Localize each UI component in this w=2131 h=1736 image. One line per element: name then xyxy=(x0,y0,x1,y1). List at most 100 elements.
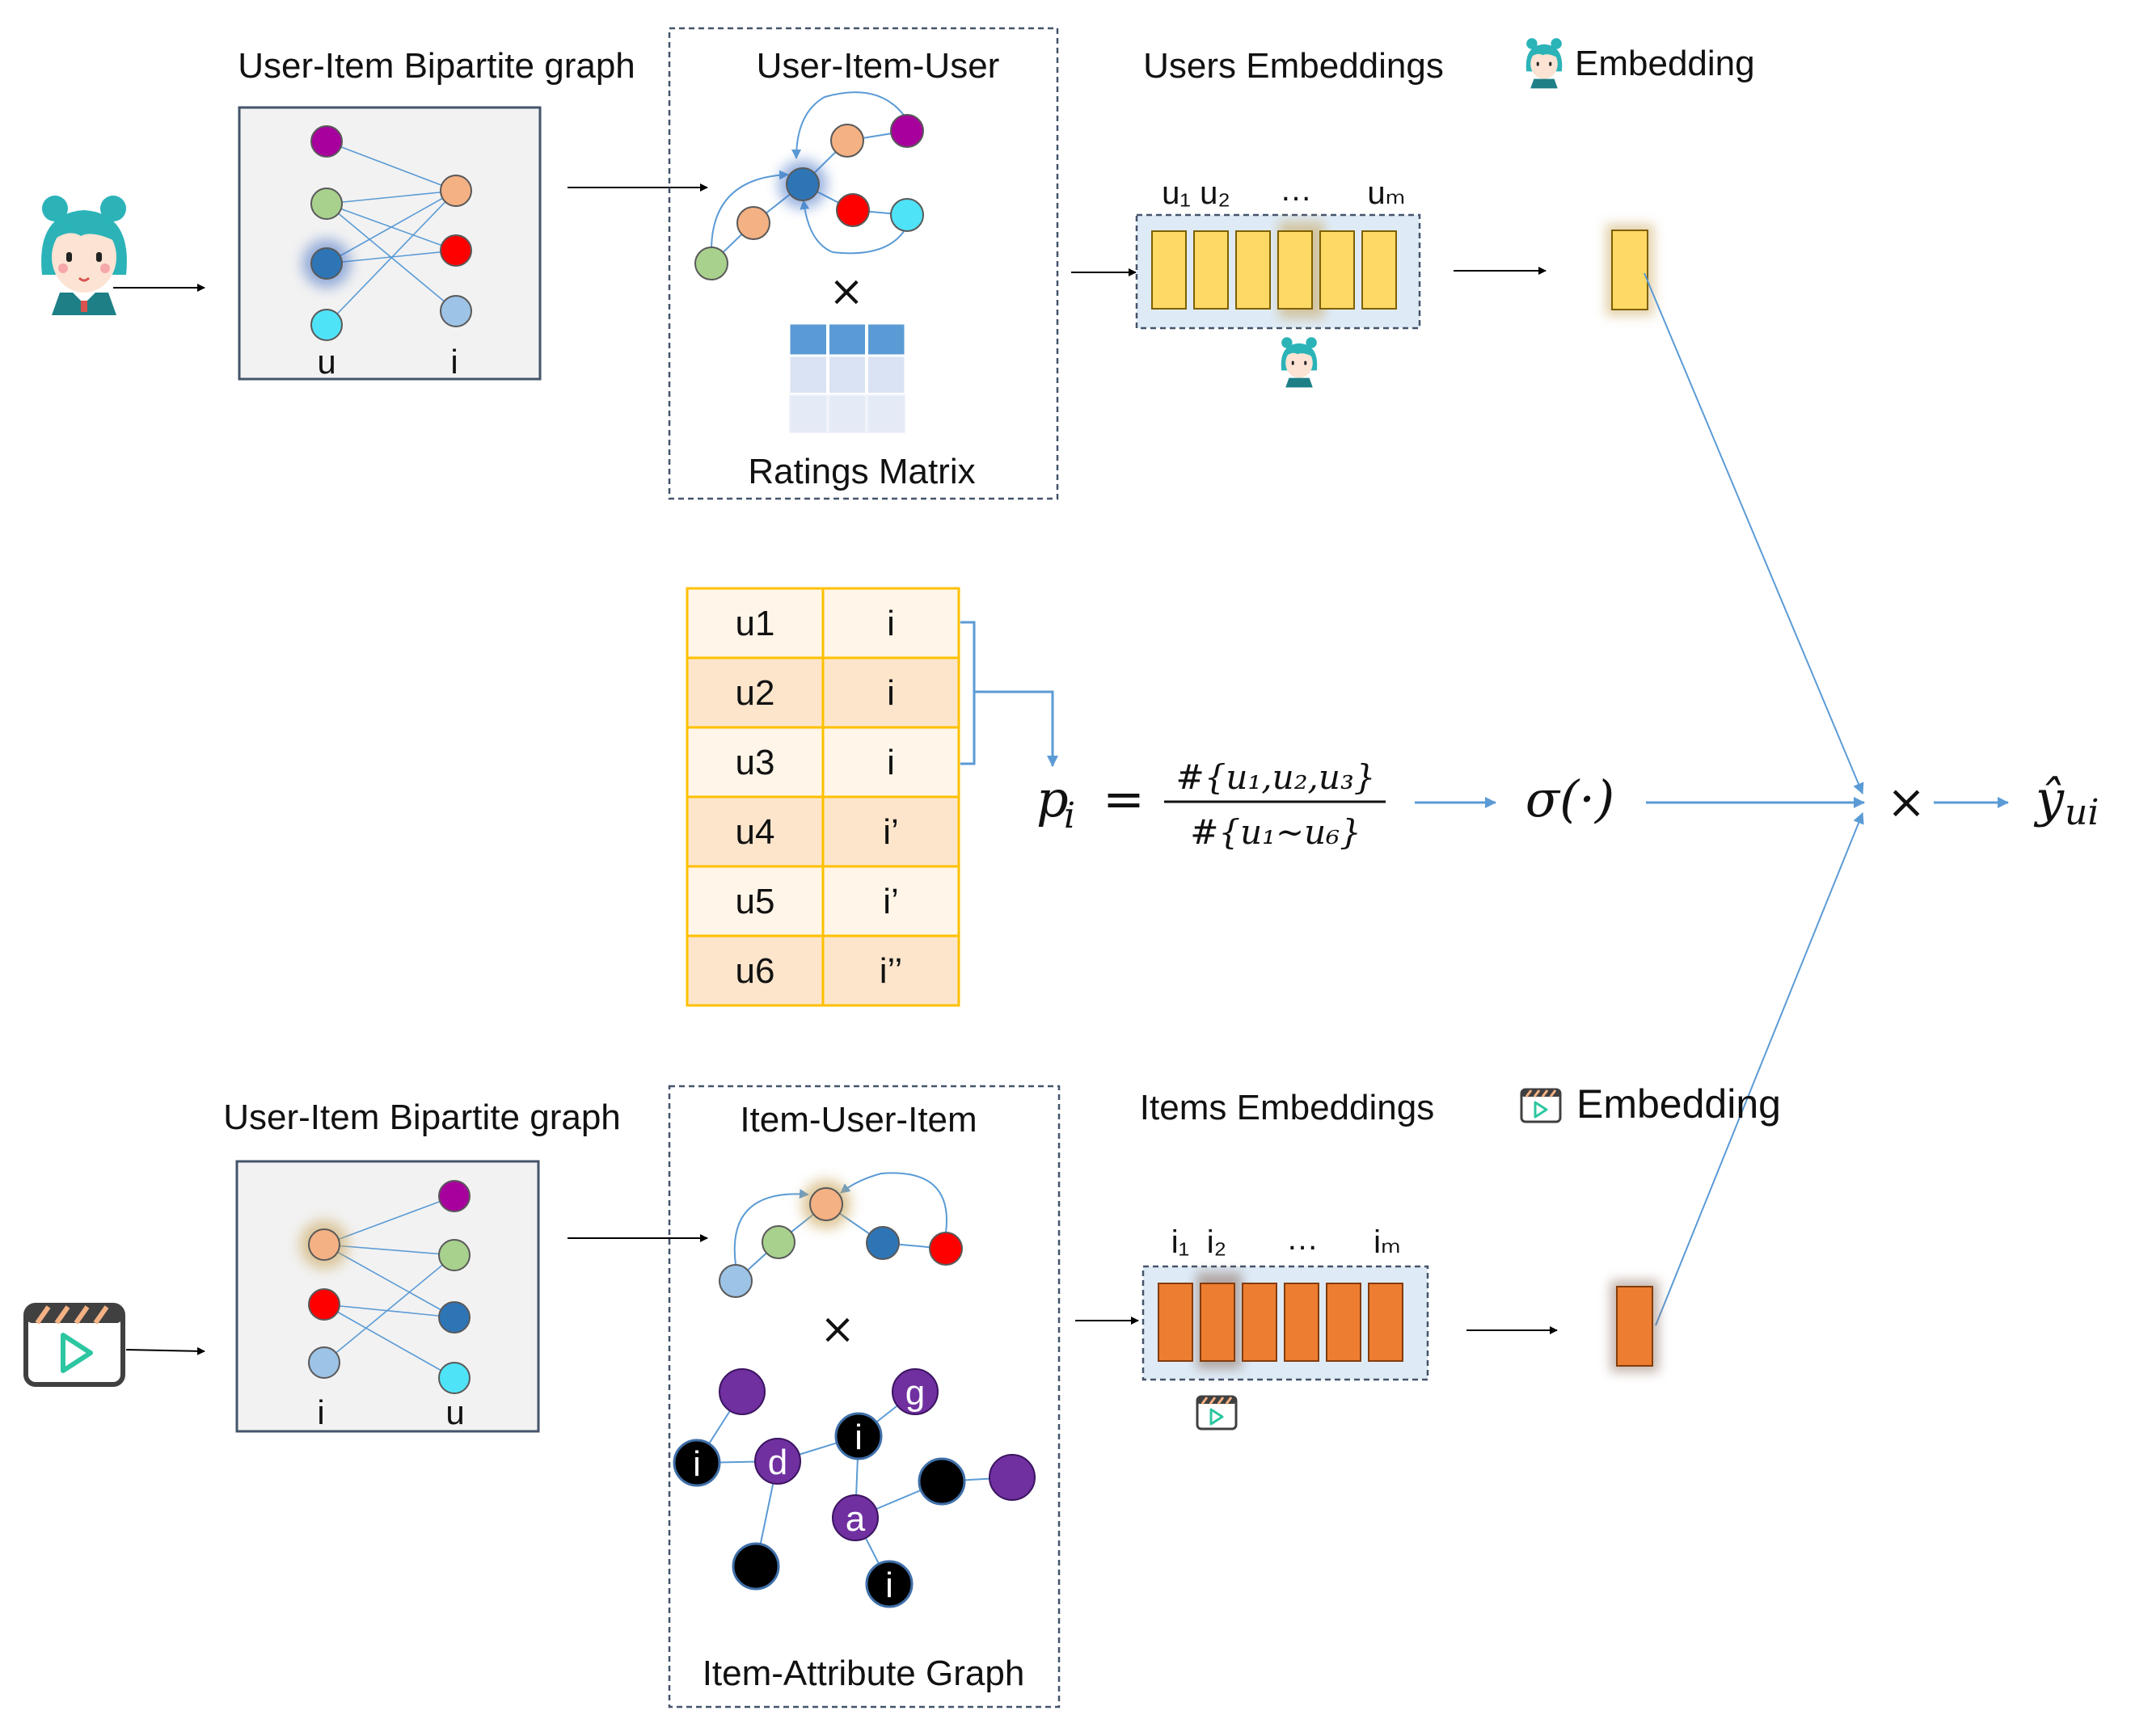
bottom-embedding-label: Embedding xyxy=(1576,1081,1781,1127)
uiu-multiply-sign: × xyxy=(829,268,864,316)
attr-node-attribute-a: a xyxy=(832,1494,879,1541)
user-avatar-icon xyxy=(41,196,127,315)
bottom-bipartite-right-label: u xyxy=(445,1393,464,1431)
iui-title: Item-User-Item xyxy=(740,1100,977,1140)
table-cell-user xyxy=(686,865,825,938)
item-embedding-cell-3 xyxy=(1242,1283,1277,1362)
prediction-output-sub: ui xyxy=(2065,792,2099,833)
top-embedding-label: Embedding xyxy=(1575,44,1755,83)
prediction-output: ŷ xyxy=(2033,769,2065,828)
users-embedding-avatar-icon xyxy=(1281,337,1318,388)
table-row: u1 i xyxy=(686,587,960,659)
item-emb-label-ellipsis: … xyxy=(1286,1221,1319,1257)
user-emb-label-1: u₁ xyxy=(1162,175,1191,211)
table-user-label: u2 xyxy=(736,673,775,713)
user-emb-label-m: uₘ xyxy=(1367,175,1405,211)
item-embedding-cell-5 xyxy=(1326,1283,1361,1362)
formula-numerator: #{u₁,u₂,u₃} xyxy=(1176,757,1376,797)
popularity-formula: p i = #{u₁,u₂,u₃} #{u₁~u₆} xyxy=(1036,757,1386,852)
user-emb-label-ellipsis: … xyxy=(1280,172,1312,208)
attr-node-item-3: i xyxy=(865,1560,914,1608)
iui-multiply-sign: × xyxy=(820,1305,855,1354)
attr-node-attribute-d: d xyxy=(754,1438,801,1485)
item-emb-label-m: iₘ xyxy=(1374,1224,1401,1260)
items-embedding-clapper-icon xyxy=(1196,1395,1238,1431)
table-user-label: u3 xyxy=(736,743,775,782)
user-embedding-cell-6 xyxy=(1361,230,1397,310)
item-embedding-cell-4 xyxy=(1284,1283,1319,1362)
bottom-bipartite-panel xyxy=(235,1160,540,1433)
selected-user-embedding xyxy=(1611,230,1648,310)
uiu-graph xyxy=(694,91,924,280)
user-embedding-cell-2 xyxy=(1193,230,1229,310)
table-item-label: i xyxy=(887,604,895,643)
item-embedding-to-product-arrow xyxy=(1655,812,1864,1326)
attr-node-black-left xyxy=(732,1542,780,1591)
table-row: u3 i xyxy=(686,726,960,798)
attr-node-purple-top xyxy=(719,1368,766,1415)
table-item-label: i’ xyxy=(883,882,899,921)
user-embedding-cell-4 xyxy=(1277,230,1313,310)
attr-node-purple-right xyxy=(989,1454,1036,1501)
items-embedding-cells xyxy=(1158,1283,1403,1362)
user-embedding-labels: u₁ u₂ … uₘ xyxy=(1162,172,1405,211)
item-emb-label-2: i₂ xyxy=(1207,1224,1226,1260)
attr-node-attribute-g: g xyxy=(892,1368,939,1415)
table-cell-item xyxy=(821,865,960,938)
attr-node-item-1: i xyxy=(673,1439,721,1487)
table-item-label: i’’ xyxy=(880,951,903,991)
bottom-bipartite-title: User-Item Bipartite graph xyxy=(223,1098,621,1137)
uiu-title: User-Item-User xyxy=(757,46,1000,86)
item-attribute-graph-title: Item-Attribute Graph xyxy=(703,1654,1025,1693)
table-item-label: i xyxy=(887,743,895,782)
user-embedding-cell-3 xyxy=(1235,230,1271,310)
attr-node-label-5: a xyxy=(846,1499,866,1539)
top-bipartite-panel xyxy=(238,106,542,381)
ratings-matrix-icon xyxy=(787,322,907,435)
user-embedding-to-product-arrow xyxy=(1644,272,1864,794)
user-embedding-cell-5 xyxy=(1319,230,1355,310)
uiu-box xyxy=(668,27,1059,500)
item-emb-label-1: i₁ xyxy=(1171,1224,1189,1260)
table-cell-item xyxy=(821,656,960,729)
table-user-label: u6 xyxy=(736,951,775,991)
selected-item-embedding xyxy=(1616,1286,1653,1367)
top-embedding-legend-icon xyxy=(1525,38,1563,89)
bottom-bipartite-left-label: i xyxy=(317,1393,324,1431)
top-bipartite-title: User-Item Bipartite graph xyxy=(238,46,635,86)
table-row: u2 i xyxy=(686,656,960,729)
table-cell-user xyxy=(686,934,825,1007)
attr-node-label-2: d xyxy=(768,1443,787,1482)
sigma-function: σ(·) xyxy=(1525,769,1614,828)
table-item-label: i xyxy=(887,673,895,713)
users-embeddings-title: Users Embeddings xyxy=(1143,46,1444,86)
clapper-arrow xyxy=(125,1346,205,1355)
table-cell-item xyxy=(821,587,960,659)
table-bracket-arrow xyxy=(960,621,1053,766)
ratings-matrix-title: Ratings Matrix xyxy=(748,452,975,491)
items-embeddings-title: Items Embeddings xyxy=(1140,1088,1434,1127)
users-embedding-cells xyxy=(1151,230,1397,310)
table-row: u6 i’’ xyxy=(686,934,960,1007)
attr-node-label-1: i xyxy=(693,1444,701,1484)
formula-lhs: p xyxy=(1036,769,1069,828)
top-bipartite-left-label: u xyxy=(317,343,335,381)
table-item-label: i’ xyxy=(883,812,899,852)
table-user-label: u1 xyxy=(736,604,775,643)
user-embedding-cell-1 xyxy=(1151,230,1187,310)
attr-node-label-3: i xyxy=(855,1418,863,1457)
table-cell-user xyxy=(686,795,825,868)
table-cell-user xyxy=(686,587,825,659)
formula-denominator: #{u₁~u₆} xyxy=(1190,812,1361,852)
product-sign: × xyxy=(1887,774,1926,829)
item-embedding-cell-6 xyxy=(1368,1283,1403,1362)
attr-node-item-2: i xyxy=(834,1412,883,1460)
iui-graph xyxy=(719,1172,963,1298)
iui-box xyxy=(668,1085,1061,1709)
table-cell-item xyxy=(821,934,960,1007)
item-embedding-cell-2 xyxy=(1200,1283,1235,1362)
